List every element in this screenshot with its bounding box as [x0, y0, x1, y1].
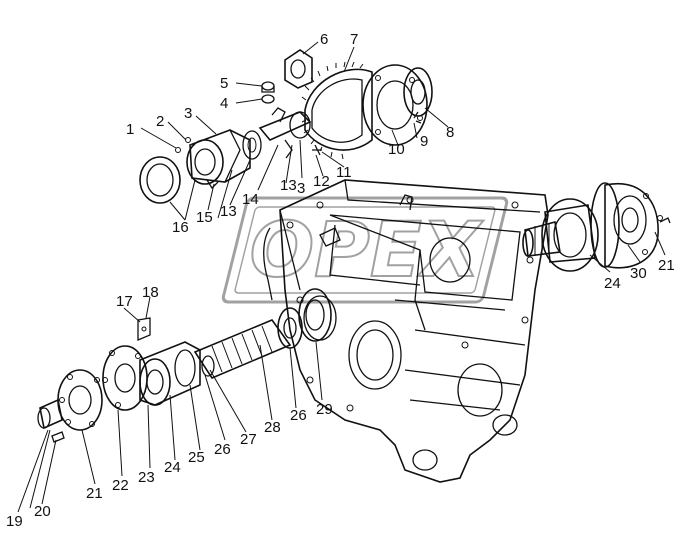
callout-3-mid: 3	[297, 180, 305, 197]
callout-24-right: 24	[604, 275, 621, 292]
callout-10: 10	[388, 141, 405, 158]
callout-15: 15	[196, 209, 213, 226]
callout-19: 19	[6, 513, 23, 530]
leader-lines	[17, 41, 666, 513]
callout-9: 9	[420, 133, 428, 150]
callout-21-left: 21	[86, 485, 103, 502]
callout-30: 30	[630, 265, 647, 282]
callout-20: 20	[34, 503, 51, 520]
carrier-left	[139, 129, 262, 204]
callout-2: 2	[156, 113, 164, 130]
watermark-text: OPEX	[250, 205, 484, 294]
callout-28: 28	[264, 419, 281, 436]
callout-13-left: 13	[220, 203, 237, 220]
callout-11: 11	[336, 164, 352, 181]
differential-assembly	[258, 49, 433, 160]
callout-5: 5	[220, 75, 228, 92]
callout-22: 22	[112, 477, 129, 494]
callout-29: 29	[316, 401, 333, 418]
callout-4: 4	[220, 95, 228, 112]
pinion-shaft-assembly	[37, 288, 332, 443]
callout-3: 3	[184, 105, 192, 122]
callout-labels: 1 2 3 4 5 6 7 8 9 10 11 12 13 13 14 15 1…	[6, 31, 675, 530]
callout-26-right: 26	[290, 407, 307, 424]
gearbox-housing	[263, 179, 549, 483]
callout-21-right: 21	[658, 257, 675, 274]
callout-26-left: 26	[214, 441, 231, 458]
callout-1: 1	[126, 121, 134, 138]
callout-16: 16	[172, 219, 189, 236]
callout-27: 27	[240, 431, 257, 448]
callout-14: 14	[242, 191, 259, 208]
callout-13-top: 13	[280, 177, 297, 194]
watermark-logo: OPEX	[221, 196, 509, 304]
callout-7: 7	[350, 31, 358, 48]
callout-24-left: 24	[164, 459, 181, 476]
drive-flange-right	[522, 182, 671, 272]
callout-17: 17	[116, 293, 133, 310]
callout-8: 8	[446, 124, 454, 141]
callout-6: 6	[320, 31, 328, 48]
callout-23: 23	[138, 469, 155, 486]
callout-12: 12	[313, 173, 330, 190]
callout-18: 18	[142, 284, 159, 301]
callout-25: 25	[188, 449, 205, 466]
